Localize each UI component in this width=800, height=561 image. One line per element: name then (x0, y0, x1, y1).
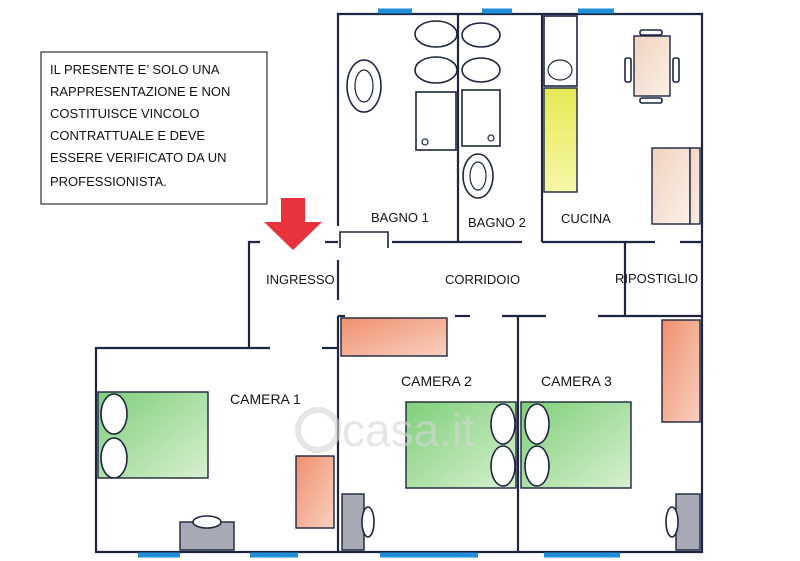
watermark: casa.it (295, 404, 475, 456)
room-label-cucina: CUCINA (561, 211, 611, 226)
pillow-icon (490, 445, 516, 487)
entrance-arrow-icon (264, 198, 322, 250)
shower-tray-icon (461, 89, 501, 147)
washbasin-icon (461, 22, 501, 48)
notice-line-4: CONTRATTUALE E DEVE (50, 128, 205, 143)
room-label-ingresso: INGRESSO (266, 272, 335, 287)
wardrobe-icon (661, 319, 701, 423)
bagno1-fixtures (346, 20, 458, 151)
sofa-icon (651, 147, 691, 225)
dining-table-icon (633, 35, 671, 97)
nightstand-icon (341, 493, 365, 551)
camera3-furniture (520, 319, 701, 551)
wardrobe-icon (340, 317, 448, 357)
room-label-bagno2: BAGNO 2 (468, 215, 526, 230)
camera1-furniture (97, 391, 335, 551)
notice-line-6: PROFESSIONISTA. (50, 174, 167, 189)
notice-line-3: COSTITUISCE VINCOLO (50, 106, 200, 121)
notice-box: IL PRESENTE E’ SOLO UNA RAPPRESENTAZIONE… (40, 51, 268, 205)
toilet-icon (414, 56, 458, 84)
wardrobe-icon (295, 455, 335, 529)
interior-walls (249, 14, 702, 552)
watermark-text: casa.it (342, 404, 475, 456)
cucina-fixtures (543, 15, 701, 225)
notice-line-2: RAPPRESENTAZIONE E NON (50, 84, 230, 99)
pillow-icon (524, 445, 550, 487)
room-label-corridoio: CORRIDOIO (445, 272, 520, 287)
lamp-icon (665, 506, 679, 538)
room-label-bagno1: BAGNO 1 (371, 210, 429, 225)
windows (138, 8, 620, 558)
bagno2-fixtures (461, 22, 501, 199)
pillow-icon (100, 437, 128, 479)
chair-icon (192, 515, 222, 529)
camera2-furniture (340, 317, 517, 551)
toilet-icon (461, 57, 501, 83)
lamp-icon (361, 506, 375, 538)
exterior-walls (94, 12, 704, 554)
room-label-camera2: CAMERA 2 (401, 373, 472, 389)
pillow-icon (100, 393, 128, 435)
room-label-ripostiglio: RIPOSTIGLIO (615, 271, 698, 286)
washbasin-icon (414, 20, 458, 48)
counter-icon (543, 87, 578, 193)
nightstand-icon (675, 493, 701, 551)
pillow-icon (490, 403, 516, 445)
room-label-camera1: CAMERA 1 (230, 391, 301, 407)
notice-line-1: IL PRESENTE E’ SOLO UNA (50, 62, 220, 77)
notice-line-5: ESSERE VERIFICATO DA UN (50, 150, 227, 165)
room-label-camera3: CAMERA 3 (541, 373, 612, 389)
pillow-icon (524, 403, 550, 445)
